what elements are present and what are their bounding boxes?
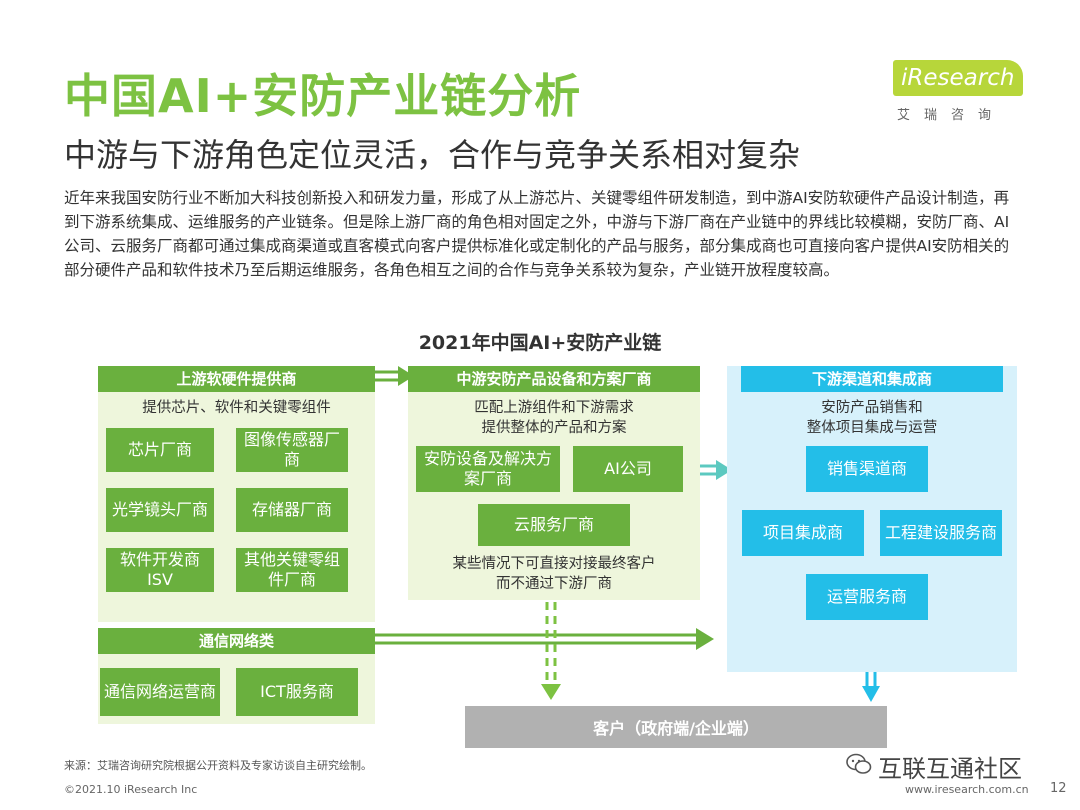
midstream-header: 中游安防产品设备和方案厂商 <box>408 366 700 392</box>
midstream-note-line1: 某些情况下可直接对接最终客户 <box>452 556 656 572</box>
arrow-down-to-customer <box>862 672 880 702</box>
box-operation-service: 运营服务商 <box>806 574 928 620</box>
diagram-title: 2021年中国AI+安防产业链 <box>418 332 662 354</box>
upstream-desc: 提供芯片、软件和关键零组件 <box>142 400 331 416</box>
upstream-header: 上游软硬件提供商 <box>98 366 375 392</box>
box-chip-vendor: 芯片厂商 <box>106 428 214 472</box>
box-telecom-operator: 通信网络运营商 <box>100 668 220 716</box>
box-image-sensor-vendor: 图像传感器厂商 <box>236 428 348 472</box>
iresearch-logo: iResearch <box>893 60 1023 96</box>
downstream-desc-line1: 安防产品销售和 <box>821 400 923 416</box>
box-optical-lens-vendor: 光学镜头厂商 <box>106 488 214 532</box>
page-title: 中国AI+安防产业链分析 <box>64 69 582 123</box>
arrow-mid-to-customer <box>541 602 561 700</box>
intro-paragraph: 近年来我国安防行业不断加大科技创新投入和研发力量，形成了从上游芯片、关键零组件研… <box>64 189 1010 279</box>
copyright: ©2021.10 iResearch Inc <box>64 783 198 796</box>
source-note: 来源：艾瑞咨询研究院根据公开资料及专家访谈自主研究绘制。 <box>64 759 372 772</box>
midstream-desc-line2: 提供整体的产品和方案 <box>481 420 627 436</box>
watermark-text: 互联互通社区 <box>878 755 1022 783</box>
box-project-integrator: 项目集成商 <box>742 510 864 556</box>
logo-subtitle: 艾瑞咨询 <box>897 108 1006 123</box>
box-security-equipment-vendor: 安防设备及解决方案厂商 <box>416 446 560 492</box>
midstream-desc-line1: 匹配上游组件和下游需求 <box>474 400 634 416</box>
website-url: www.iresearch.com.cn <box>905 783 1029 796</box>
box-other-components-vendor: 其他关键零组件厂商 <box>236 548 348 592</box>
box-sales-channel: 销售渠道商 <box>806 446 928 492</box>
communication-header: 通信网络类 <box>98 628 375 654</box>
page-subtitle: 中游与下游角色定位灵活，合作与竞争关系相对复杂 <box>64 136 801 174</box>
downstream-desc-line2: 整体项目集成与运营 <box>806 420 938 436</box>
box-software-isv: 软件开发商ISV <box>106 548 214 592</box>
box-ict-service: ICT服务商 <box>236 668 358 716</box>
midstream-note-line2: 而不通过下游厂商 <box>496 576 612 592</box>
customer-box: 客户（政府端/企业端） <box>465 706 887 748</box>
downstream-header: 下游渠道和集成商 <box>741 366 1003 392</box>
box-storage-vendor: 存储器厂商 <box>236 488 348 532</box>
box-ai-company: AI公司 <box>573 446 683 492</box>
arrow-comm-to-down <box>362 628 714 650</box>
page-number: 12 <box>1050 781 1067 796</box>
box-cloud-service-vendor: 云服务厂商 <box>478 504 630 546</box>
wechat-icon <box>846 753 872 774</box>
box-engineering-service: 工程建设服务商 <box>880 510 1002 556</box>
